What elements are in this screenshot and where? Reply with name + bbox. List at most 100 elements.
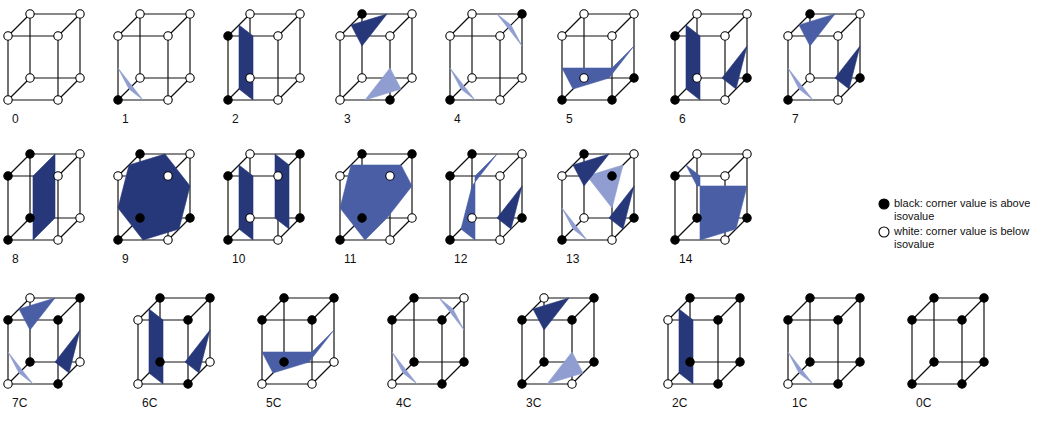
case-number: 2C [672, 396, 687, 410]
corner-dot [714, 380, 722, 388]
corner-dot [206, 358, 214, 366]
corner-dot [590, 358, 598, 366]
corner-dot [164, 32, 172, 40]
corner-dot [308, 316, 316, 324]
isosurface-triangle [835, 46, 860, 89]
corner-dot [4, 32, 12, 40]
corner-dot [438, 380, 446, 388]
corner-dot [358, 74, 366, 82]
cube-edge [837, 36, 838, 100]
cube-edge [413, 298, 414, 362]
case-number: 13 [566, 252, 579, 266]
isosurface-triangle [439, 298, 464, 330]
corner-dot [4, 172, 12, 180]
corner-dot [76, 74, 84, 82]
corner-dot [114, 236, 122, 244]
cube-edge [933, 298, 934, 362]
cube-edge [137, 320, 138, 384]
cube-edge [362, 153, 412, 154]
isosurface-triangle [461, 154, 497, 240]
corner-dot [274, 172, 282, 180]
isosurface-triangle [351, 14, 387, 46]
corner-dot [258, 316, 266, 324]
cube-edge [392, 319, 442, 320]
case-number: 2 [232, 112, 239, 126]
corner-dot [856, 358, 864, 366]
case-number: 5 [566, 112, 573, 126]
cube-case [114, 150, 194, 244]
corner-dot [296, 10, 304, 18]
cube-edge [472, 77, 522, 78]
corner-dot [114, 172, 122, 180]
corner-dot [608, 236, 616, 244]
corner-dot [76, 10, 84, 18]
cube-edge [411, 14, 412, 78]
cube-case [258, 294, 338, 388]
corner-dot [4, 316, 12, 324]
corner-dot [460, 294, 468, 302]
cube-edge [912, 319, 962, 320]
cube-edge [674, 176, 675, 240]
case-number: 0C [916, 396, 931, 410]
isosurface-triangle [679, 309, 693, 384]
corner-dot [693, 74, 701, 82]
cube-edge [859, 298, 860, 362]
corner-dot [246, 10, 254, 18]
cube-case [224, 10, 304, 104]
corner-dot [496, 32, 504, 40]
cube-edge [250, 77, 300, 78]
cube-edge [140, 13, 190, 14]
cube-edge [79, 14, 80, 78]
cube-edge [499, 176, 500, 240]
cube-edge [961, 320, 962, 384]
cube-case [784, 10, 864, 104]
cube-edge [724, 36, 725, 100]
cube-case [4, 150, 84, 244]
corner-dot [580, 74, 588, 82]
corner-dot [330, 294, 338, 302]
corner-dot [206, 294, 214, 302]
corner-dot [446, 32, 454, 40]
corner-dot [26, 358, 34, 366]
cube-edge [262, 383, 312, 384]
cube-edge [160, 297, 210, 298]
cube-edge [717, 320, 718, 384]
corner-dot [834, 380, 842, 388]
case-number: 4 [454, 112, 461, 126]
cube-case [558, 150, 638, 244]
isosurface-triangle [562, 208, 587, 240]
corner-dot [408, 74, 416, 82]
corner-dot [743, 10, 751, 18]
corner-dot [246, 150, 254, 158]
corner-dot [980, 294, 988, 302]
case-number: 11 [344, 252, 356, 266]
corner-dot [386, 96, 394, 104]
corner-dot [358, 214, 366, 222]
corner-dot [671, 96, 679, 104]
cube-edge [521, 320, 522, 384]
corner-dot [714, 316, 722, 324]
corner-dot [358, 150, 366, 158]
cube-edge [140, 77, 190, 78]
cube-case [671, 10, 751, 104]
corner-dot [856, 10, 864, 18]
case-number: 1C [792, 396, 807, 410]
legend-dot [879, 227, 889, 237]
corner-dot [258, 380, 266, 388]
cube-case [784, 294, 864, 388]
cube-edge [29, 154, 30, 218]
isosurface-triangle [573, 154, 609, 186]
cube-edge [118, 35, 168, 36]
cube-case [114, 10, 194, 104]
corner-dot [274, 236, 282, 244]
corner-dot [410, 294, 418, 302]
cube-edge [667, 320, 668, 384]
isosurface-triangle [547, 352, 583, 384]
case-number: 10 [232, 252, 245, 266]
corner-dot [856, 74, 864, 82]
isosurface-triangle [788, 352, 813, 384]
corner-dot [630, 10, 638, 18]
corner-dot [980, 358, 988, 366]
isosurface-triangle [686, 25, 700, 100]
corner-dot [580, 10, 588, 18]
